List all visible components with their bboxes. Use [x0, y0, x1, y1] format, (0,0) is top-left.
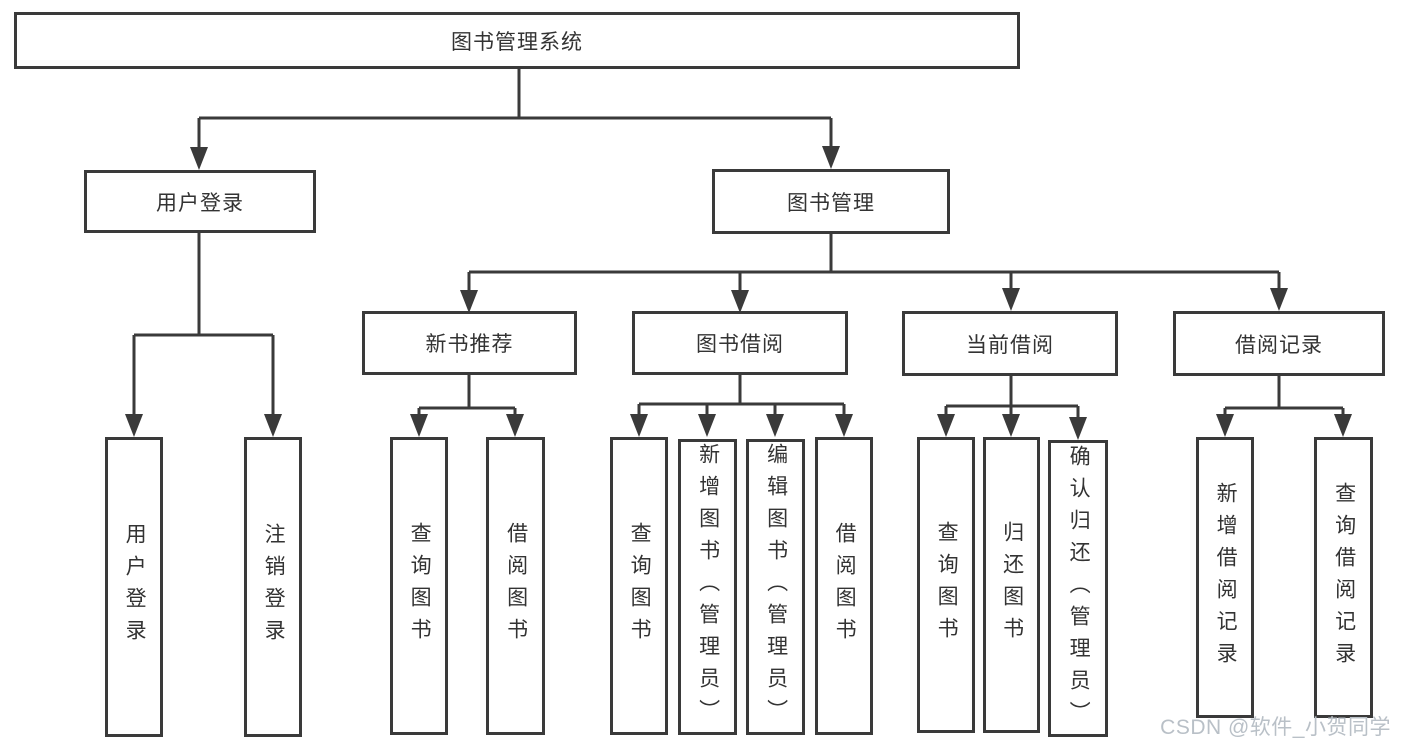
node-leaf-query-books-3-label: 查询图书	[935, 521, 959, 649]
node-leaf-return-books-label: 归还图书	[1000, 521, 1024, 649]
connector-edges	[132, 69, 1345, 423]
node-leaf-borrow-books-2: 借阅图书	[815, 437, 873, 735]
arrowhead-icons	[125, 146, 1352, 440]
node-leaf-query-books-1-label: 查询图书	[408, 522, 432, 650]
node-leaf-edit-books-admin: 编辑图书（管理员）	[746, 439, 805, 735]
node-leaf-add-books-admin-label: 新增图书（管理员）	[696, 443, 720, 731]
node-user-login-branch: 用户登录	[84, 170, 316, 233]
node-leaf-logout-label: 注销登录	[262, 523, 286, 651]
node-leaf-user-login-label: 用户登录	[123, 523, 147, 651]
node-borrowing-records-label: 借阅记录	[1235, 333, 1323, 357]
node-leaf-logout: 注销登录	[244, 437, 302, 737]
node-leaf-query-borrow-record: 查询借阅记录	[1314, 437, 1373, 718]
node-leaf-edit-books-admin-label: 编辑图书（管理员）	[764, 443, 788, 731]
node-leaf-query-borrow-record-label: 查询借阅记录	[1332, 481, 1356, 674]
node-book-management-branch-label: 图书管理	[787, 191, 875, 215]
node-leaf-query-books-2-label: 查询图书	[628, 522, 652, 650]
node-leaf-confirm-return-admin: 确认归还（管理员）	[1048, 440, 1108, 737]
node-borrowing-records: 借阅记录	[1173, 311, 1385, 376]
node-leaf-add-books-admin: 新增图书（管理员）	[678, 439, 737, 735]
node-leaf-return-books: 归还图书	[983, 437, 1040, 733]
node-leaf-confirm-return-admin-label: 确认归还（管理员）	[1067, 444, 1091, 733]
node-leaf-query-books-2: 查询图书	[610, 437, 668, 735]
node-leaf-user-login: 用户登录	[105, 437, 163, 737]
node-leaf-query-books-1: 查询图书	[390, 437, 448, 735]
node-book-management-system-label: 图书管理系统	[451, 30, 583, 54]
node-leaf-add-borrow-record-label: 新增借阅记录	[1214, 481, 1238, 674]
node-book-borrowing-label: 图书借阅	[696, 333, 784, 356]
node-leaf-borrow-books-1: 借阅图书	[486, 437, 545, 735]
node-current-borrowing-label: 当前借阅	[966, 333, 1054, 357]
node-leaf-borrow-books-2-label: 借阅图书	[833, 522, 857, 650]
csdn-watermark: CSDN @软件_小贺同学	[1160, 716, 1391, 739]
node-leaf-borrow-books-1-label: 借阅图书	[504, 522, 528, 650]
node-user-login-branch-label: 用户登录	[156, 191, 244, 215]
node-book-borrowing: 图书借阅	[632, 311, 848, 375]
node-leaf-query-books-3: 查询图书	[917, 437, 975, 733]
node-current-borrowing: 当前借阅	[902, 311, 1118, 376]
node-new-book-recommendation-label: 新书推荐	[425, 333, 514, 356]
node-leaf-add-borrow-record: 新增借阅记录	[1196, 437, 1254, 718]
node-book-management-system: 图书管理系统	[14, 12, 1020, 69]
node-new-book-recommendation: 新书推荐	[362, 311, 577, 375]
node-book-management-branch: 图书管理	[712, 169, 950, 234]
